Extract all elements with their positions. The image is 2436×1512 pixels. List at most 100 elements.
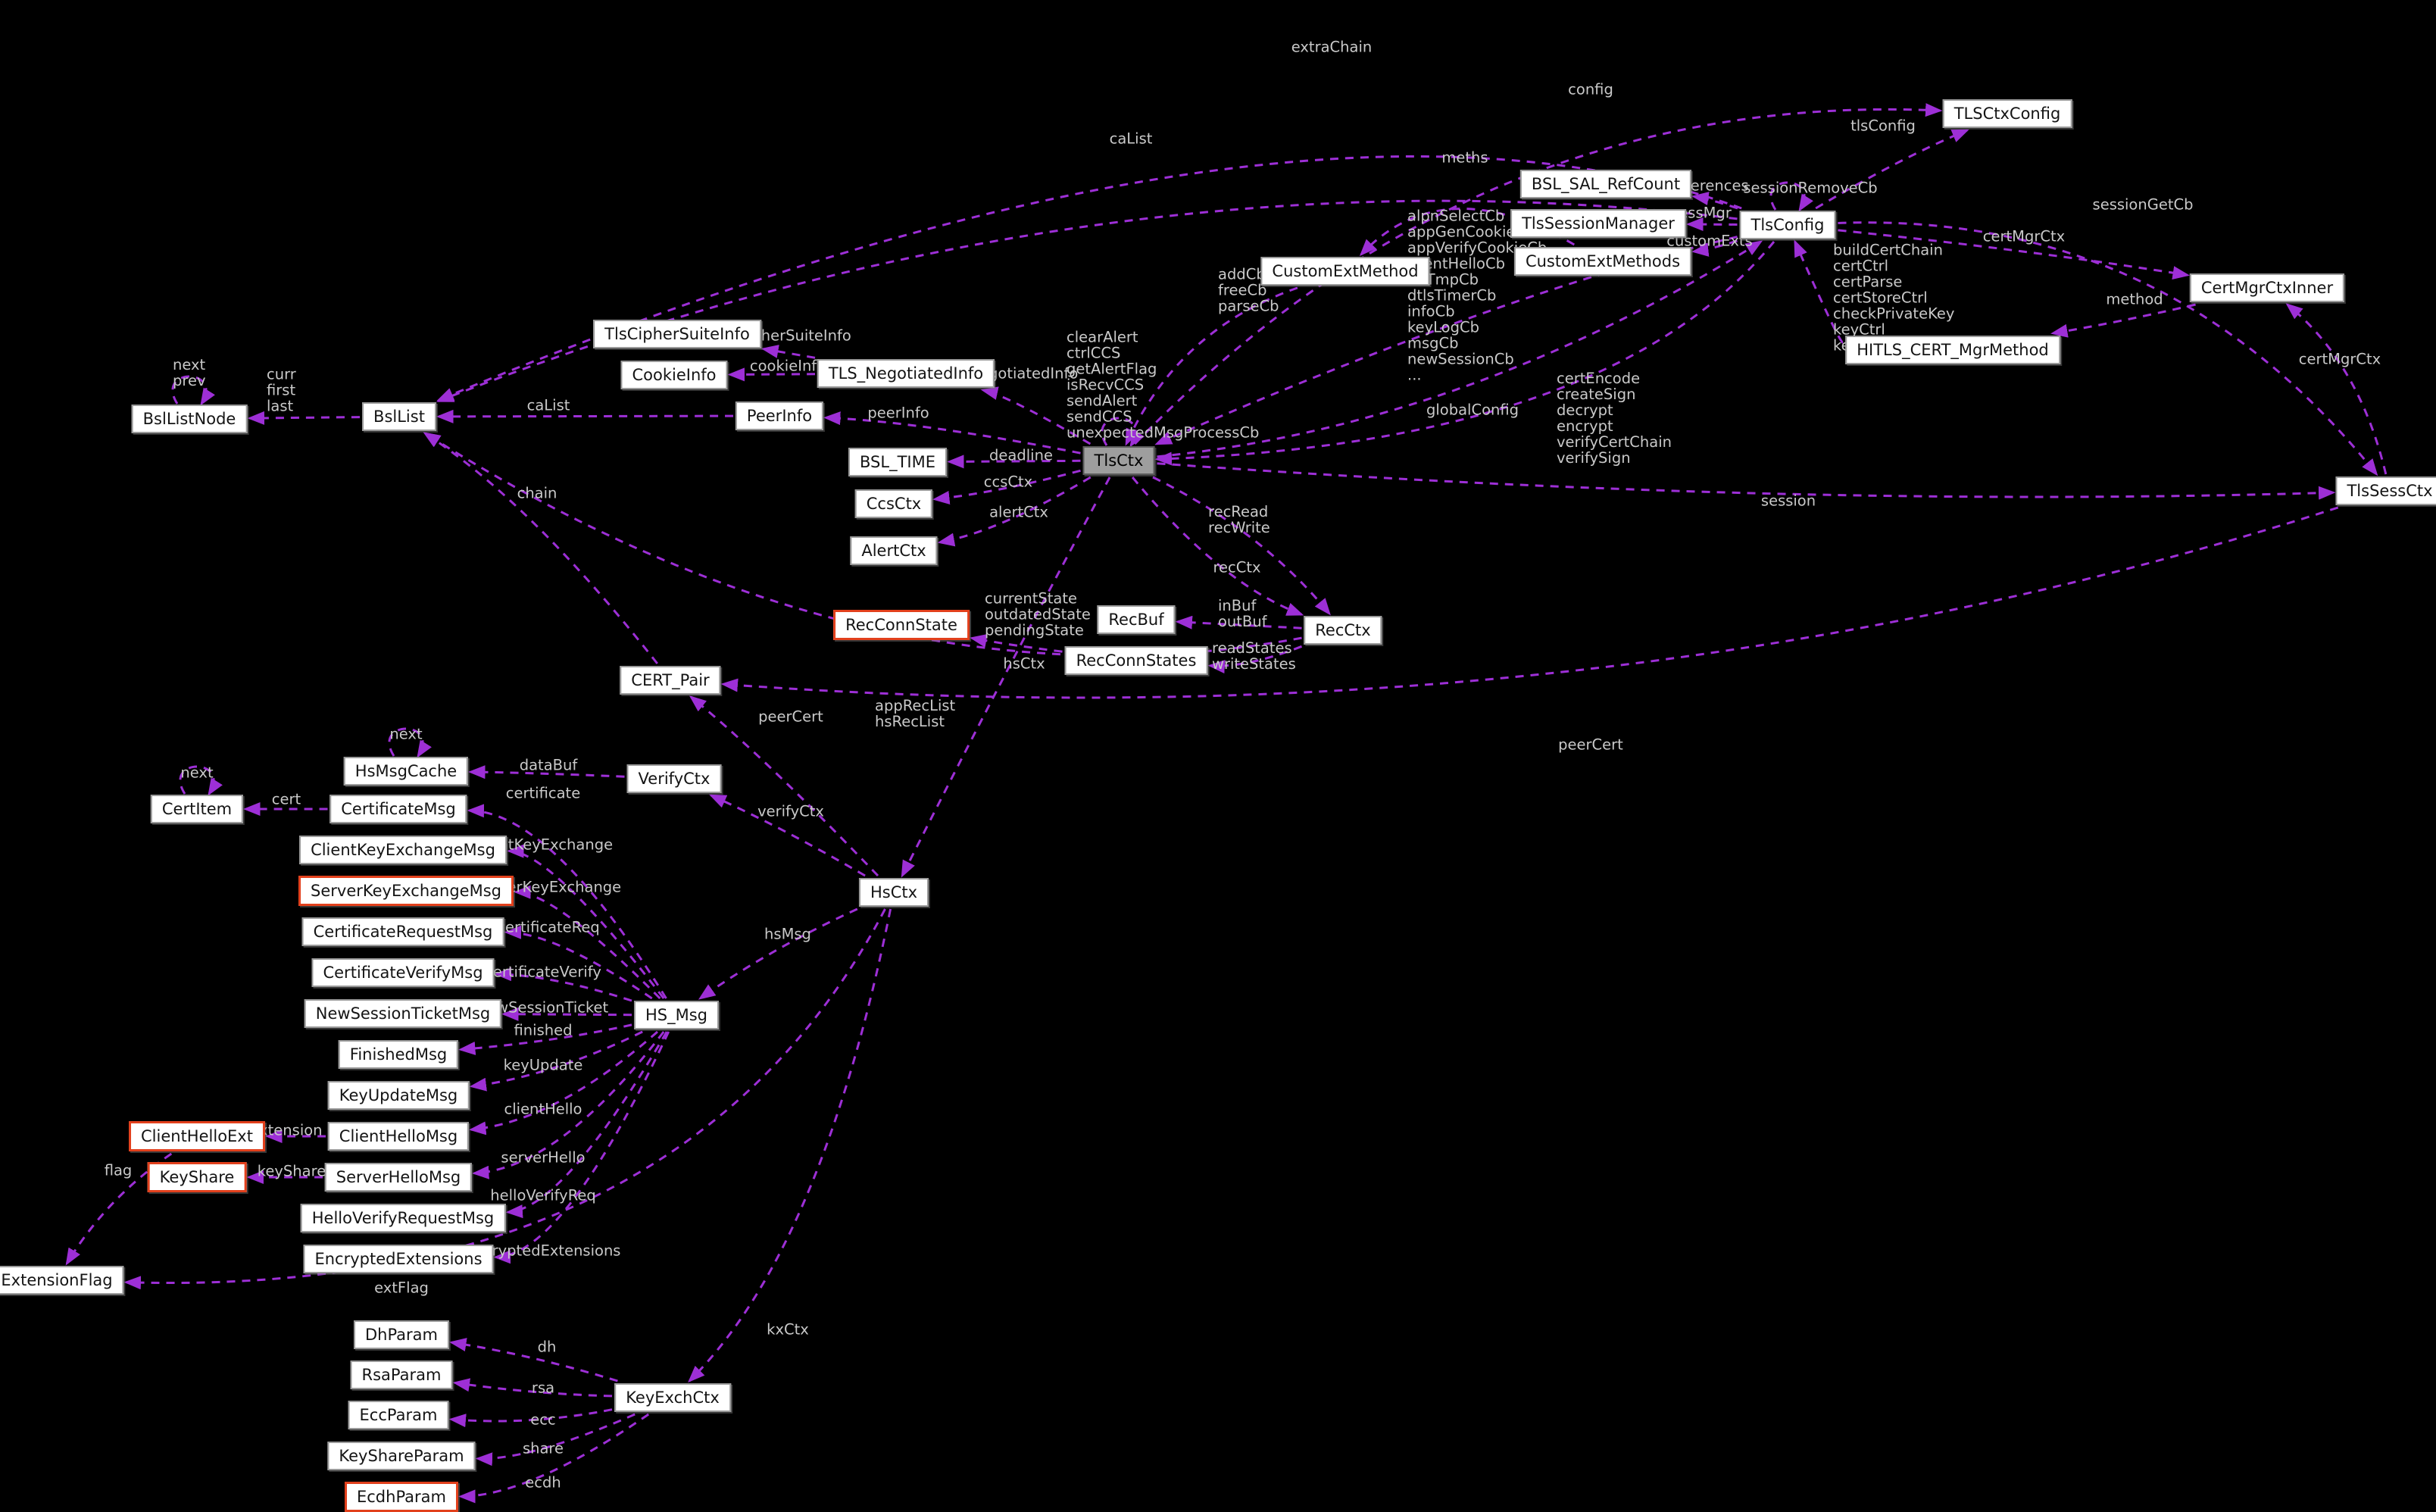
node-RecCtx[interactable]: RecCtx: [1304, 616, 1382, 645]
edge-CertItem-to-CertItem-41: [179, 765, 223, 796]
edge-label-dh-63: dh: [537, 1338, 557, 1356]
edge-label-peerInfo-22: peerInfo: [867, 404, 929, 422]
edge-HS_Msg-to-ClientKeyExchangeMsg-46: [507, 844, 665, 999]
edge-label-hsMsg-61: hsMsg: [764, 925, 811, 943]
edge-label-currentState-33: currentState outdatedState pendingState: [985, 589, 1091, 639]
edge-TlsCtx-to-TlsSessCtx-16: [1157, 462, 2336, 500]
node-CcsCtx[interactable]: CcsCtx: [854, 489, 933, 518]
node-CertItem[interactable]: CertItem: [150, 795, 244, 823]
node-FinishedMsg[interactable]: FinishedMsg: [338, 1040, 459, 1069]
edge-CustomExtMethod-to-TlsCtx-8: [1125, 286, 1298, 446]
node-TlsSessCtx[interactable]: TlsSessCtx: [2335, 476, 2436, 505]
edge-TlsSessCtx-to-CertMgrCtxInner-15: [2285, 303, 2388, 475]
edge-KeyExchCtx-to-EcdhParam-67: [458, 1413, 650, 1504]
node-TLS_NegotiatedInfo[interactable]: TLS_NegotiatedInfo: [817, 359, 995, 388]
node-CookieInfo[interactable]: CookieInfo: [620, 361, 728, 389]
edge-label-certificate-44: certificate: [505, 784, 581, 802]
node-TlsConfig[interactable]: TlsConfig: [1739, 211, 1836, 239]
node-BSL_SAL_RefCount[interactable]: BSL_SAL_RefCount: [1519, 170, 1692, 198]
node-KeyExchCtx[interactable]: KeyExchCtx: [614, 1383, 731, 1412]
edge-PeerInfo-to-BslList-18: [436, 409, 734, 423]
node-TlsCtx[interactable]: TlsCtx: [1082, 446, 1155, 475]
node-HsCtx[interactable]: HsCtx: [858, 878, 929, 907]
node-ClientKeyExchangeMsg[interactable]: ClientKeyExchangeMsg: [299, 836, 507, 864]
node-ServerHelloMsg[interactable]: ServerHelloMsg: [324, 1163, 473, 1192]
node-EncryptedExtensions[interactable]: EncryptedExtensions: [303, 1245, 494, 1273]
node-PeerInfo[interactable]: PeerInfo: [735, 401, 824, 430]
node-ServerKeyExchangeMsg[interactable]: ServerKeyExchangeMsg: [298, 876, 514, 906]
node-DhParam[interactable]: DhParam: [353, 1320, 450, 1349]
edge-label-finished-51: finished: [514, 1021, 573, 1039]
edge-TLS_NegotiatedInfo-to-TlsCipherSuiteInfo-20: [761, 345, 816, 359]
edge-label-dataBuf-41: dataBuf: [519, 756, 578, 774]
edge-label-tlsConfig-2: tlsConfig: [1850, 117, 1916, 135]
edge-TlsCtx-to-RecCtx-27: [1152, 476, 1331, 616]
edge-label-next-40: next: [389, 725, 423, 743]
node-HS_Msg[interactable]: HS_Msg: [633, 1001, 720, 1029]
edge-label-extraChain-0: extraChain: [1291, 38, 1373, 56]
node-CertificateMsg[interactable]: CertificateMsg: [329, 795, 467, 823]
edge-label-kxCtx-62: kxCtx: [767, 1320, 809, 1339]
edge-label-meths-4: meths: [1441, 148, 1488, 167]
edge-label-certMgrCtx-12: certMgrCtx: [2298, 350, 2381, 368]
edge-HS_Msg-to-ServerHelloMsg-54: [472, 1031, 665, 1179]
node-RecConnState[interactable]: RecConnState: [833, 610, 970, 640]
edge-TLS_NegotiatedInfo-to-CookieInfo-21: [727, 367, 816, 382]
edge-label-cipherSuiteInfo-19: cipherSuiteInfo: [739, 326, 851, 345]
node-AlertCtx[interactable]: AlertCtx: [850, 536, 938, 565]
node-TlsCipherSuiteInfo[interactable]: TlsCipherSuiteInfo: [593, 320, 761, 348]
node-KeyShare[interactable]: KeyShare: [147, 1162, 247, 1192]
node-TLSCtxConfig[interactable]: TLSCtxConfig: [1942, 99, 2072, 128]
edge-HsMsgCache-to-HsMsgCache-40: [388, 727, 432, 758]
edge-label-recRead-30: recRead recWrite: [1208, 503, 1270, 536]
edge-label-certEncode-17: certEncode createSign decrypt encrypt ve…: [1557, 370, 1672, 467]
edge-HsCtx-to-CERT_Pair-34: [689, 695, 879, 877]
node-CustomExtMethod[interactable]: CustomExtMethod: [1260, 257, 1430, 286]
node-CertMgrCtxInner[interactable]: CertMgrCtxInner: [2189, 273, 2345, 302]
edge-label-caList-23: caList: [526, 396, 570, 414]
node-HITLS_CERT_MgrMethod[interactable]: HITLS_CERT_MgrMethod: [1845, 336, 2060, 364]
node-RecBuf[interactable]: RecBuf: [1097, 605, 1176, 634]
edge-TlsCtx-to-RecCtx-26: [1131, 476, 1304, 616]
node-CERT_Pair[interactable]: CERT_Pair: [620, 666, 721, 695]
edge-HS_Msg-to-ServerKeyExchangeMsg-47: [514, 885, 661, 1000]
node-RecConnStates[interactable]: RecConnStates: [1064, 646, 1208, 675]
edge-HS_Msg-to-KeyUpdateMsg-52: [469, 1030, 643, 1092]
node-TlsSessionManager[interactable]: TlsSessionManager: [1510, 209, 1686, 238]
node-BslListNode[interactable]: BslListNode: [131, 405, 248, 433]
edge-label-negotiatedInfo-21: negotiatedInfo: [970, 364, 1079, 383]
edge-label-chain-29: chain: [517, 484, 557, 502]
node-BslList[interactable]: BslList: [362, 402, 436, 431]
node-CertificateRequestMsg[interactable]: CertificateRequestMsg: [301, 917, 504, 946]
edge-label-deadline-26: deadline: [989, 446, 1053, 464]
node-EccParam[interactable]: EccParam: [348, 1401, 449, 1429]
node-ClientHelloExt[interactable]: ClientHelloExt: [129, 1121, 265, 1151]
edge-label-peerCert-39: peerCert: [1558, 736, 1623, 754]
node-CustomExtMethods[interactable]: CustomExtMethods: [1513, 247, 1692, 276]
edge-HITLS_CERT_MgrMethod-to-TlsConfig-12: [1794, 239, 1844, 344]
edge-TlsCtx-to-TlsConfig-11: [1157, 240, 1763, 458]
node-ClientHelloMsg[interactable]: ClientHelloMsg: [327, 1122, 470, 1151]
node-CertificateVerifyMsg[interactable]: CertificateVerifyMsg: [311, 958, 495, 987]
edge-label-inBuf-34: inBuf outBuf: [1218, 597, 1267, 630]
node-BSL_TIME[interactable]: BSL_TIME: [848, 448, 947, 476]
node-NewSessionTicketMsg[interactable]: NewSessionTicketMsg: [304, 999, 502, 1028]
edge-TlsConfig-to-TlsCtx-10: [1154, 241, 1775, 466]
node-KeyUpdateMsg[interactable]: KeyUpdateMsg: [327, 1081, 470, 1110]
edge-label-sessionRemoveCb-6: sessionRemoveCb: [1743, 179, 1878, 197]
node-HsMsgCache[interactable]: HsMsgCache: [343, 757, 469, 786]
node-ExtensionFlag[interactable]: ExtensionFlag: [0, 1266, 124, 1295]
node-HelloVerifyRequestMsg[interactable]: HelloVerifyRequestMsg: [300, 1204, 506, 1232]
node-KeyShareParam[interactable]: KeyShareParam: [327, 1442, 476, 1470]
node-RsaParam[interactable]: RsaParam: [350, 1360, 453, 1389]
edge-label-alpnSelectCb-13: alpnSelectCb appGenCookieCb appVerifyCoo…: [1407, 207, 1547, 384]
edge-label-share-66: share: [522, 1439, 564, 1457]
edge-label-sessMgr-7: sessMgr: [1671, 204, 1732, 222]
node-EcdhParam[interactable]: EcdhParam: [344, 1482, 459, 1512]
node-VerifyCtx[interactable]: VerifyCtx: [626, 764, 722, 793]
edge-label-certificateVerify-49: certificateVerify: [485, 963, 601, 981]
edge-HS_Msg-to-FinishedMsg-51: [458, 1023, 632, 1055]
edge-TlsConfig-to-TlsSessionManager-3: [1686, 217, 1738, 232]
edge-label-readStates-35: readStates writeStates: [1212, 639, 1296, 673]
